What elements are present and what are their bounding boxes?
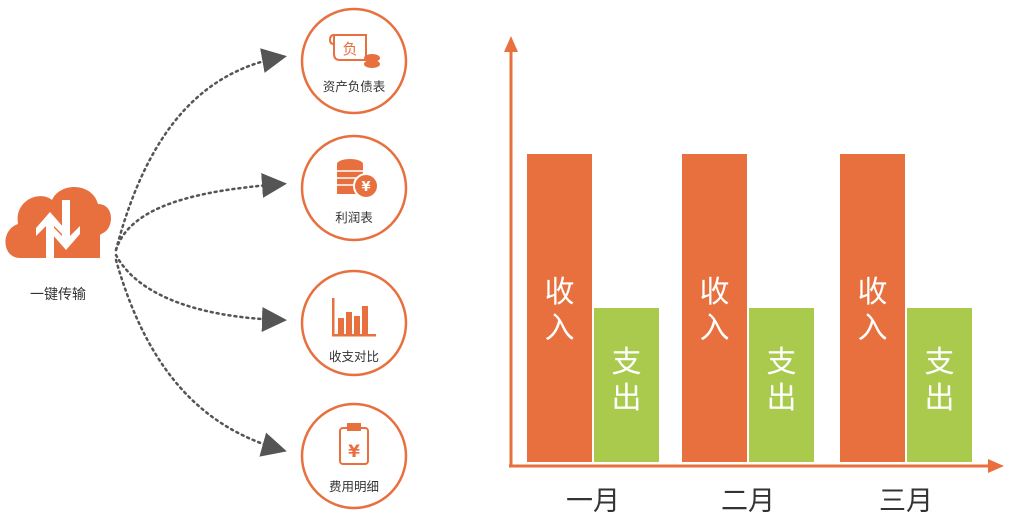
svg-text:¥: ¥ bbox=[348, 442, 360, 462]
arrow-to-item-4 bbox=[114, 258, 287, 457]
item-income-expense-comparison[interactable]: 收支对比 bbox=[300, 269, 408, 377]
item-income-statement[interactable]: ¥ 利润表 bbox=[300, 134, 408, 242]
item-balance-sheet[interactable]: 负 资产负债表 bbox=[300, 7, 408, 115]
arrow-to-item-2 bbox=[114, 172, 287, 252]
x-tick-label: 二月 bbox=[721, 486, 775, 517]
svg-text:¥: ¥ bbox=[361, 180, 370, 195]
y-axis-arrow bbox=[504, 36, 518, 52]
item-label: 费用明细 bbox=[329, 479, 379, 494]
bar-expense bbox=[594, 308, 659, 462]
bar-income bbox=[527, 154, 592, 462]
clipboard-yuan-icon bbox=[339, 423, 369, 465]
item-label: 收支对比 bbox=[329, 349, 379, 364]
x-axis-arrow bbox=[988, 459, 1004, 473]
item-label: 利润表 bbox=[335, 210, 373, 225]
item-label: 资产负债表 bbox=[323, 79, 386, 94]
source-label: 一键传输 bbox=[30, 287, 86, 303]
bar-label: 支出 bbox=[767, 345, 797, 416]
bar-expense bbox=[749, 308, 814, 462]
bar-chart-icon bbox=[332, 298, 376, 337]
arrow-to-item-3 bbox=[114, 253, 287, 332]
x-tick-label: 三月 bbox=[879, 486, 933, 517]
x-tick-label: 一月 bbox=[566, 486, 620, 517]
balance-sheet-icon bbox=[328, 34, 380, 68]
coins-yuan-icon bbox=[337, 159, 379, 199]
bar-label: 收入 bbox=[545, 275, 575, 346]
bar-label: 收入 bbox=[700, 275, 730, 346]
bar-label: 支出 bbox=[925, 345, 955, 416]
bar-income bbox=[682, 154, 747, 462]
svg-text:负: 负 bbox=[342, 40, 357, 58]
bar-income bbox=[840, 154, 905, 462]
bar-label: 收入 bbox=[858, 275, 888, 346]
item-expense-details[interactable]: ¥ 费用明细 bbox=[300, 402, 408, 510]
arrow-to-item-1 bbox=[114, 48, 287, 252]
bar-expense bbox=[907, 308, 972, 462]
transfer-arrows bbox=[114, 48, 287, 457]
bar-label: 支出 bbox=[612, 345, 642, 416]
cloud-upload-download-icon[interactable] bbox=[5, 186, 111, 262]
